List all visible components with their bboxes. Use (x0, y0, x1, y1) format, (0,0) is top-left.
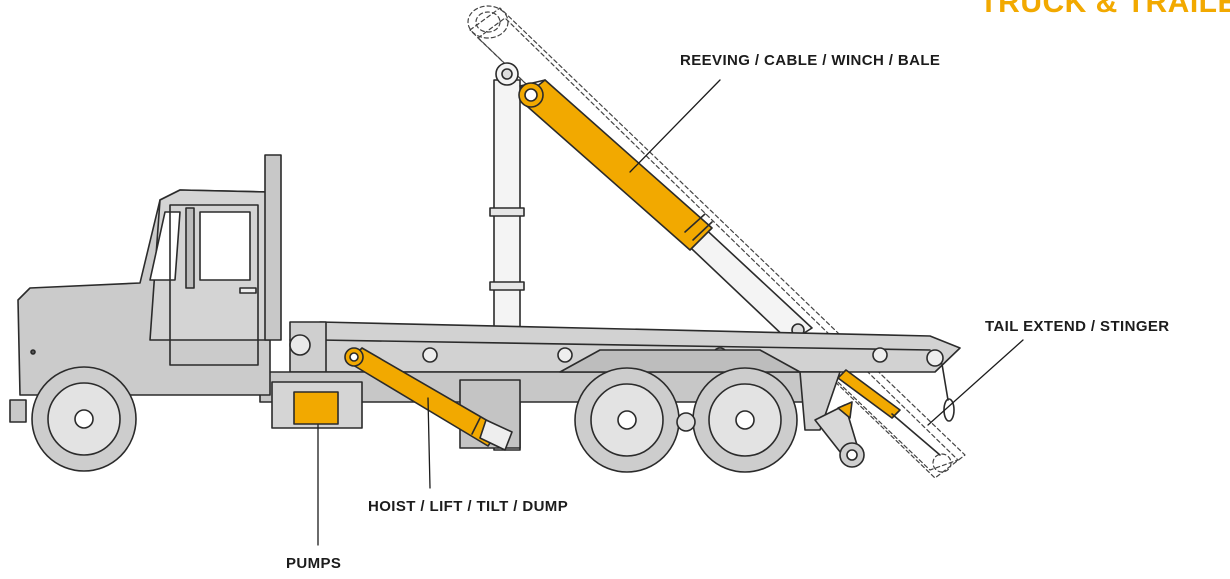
reeving-cylinder (518, 79, 713, 251)
label-reeving: REEVING / CABLE / WINCH / BALE (680, 52, 941, 69)
page-title: TRUCK & TRAILE (979, 0, 1230, 19)
label-tail-extend: TAIL EXTEND / STINGER (985, 318, 1170, 335)
stinger-wheel (814, 401, 865, 468)
hoist-cylinder (344, 347, 513, 451)
label-pumps: PUMPS (286, 555, 342, 572)
rear-wheel-2 (692, 367, 798, 473)
leader-lines (317, 79, 1024, 546)
hook (941, 363, 955, 422)
front-wheel (31, 366, 137, 472)
tail-cylinder (837, 369, 941, 456)
pump-unit (293, 391, 339, 425)
axle-hub (676, 412, 696, 432)
label-hoist: HOIST / LIFT / TILT / DUMP (368, 498, 569, 515)
truck-bed (289, 321, 961, 373)
truck-cab (9, 154, 282, 423)
rear-wheel-1 (574, 367, 680, 473)
